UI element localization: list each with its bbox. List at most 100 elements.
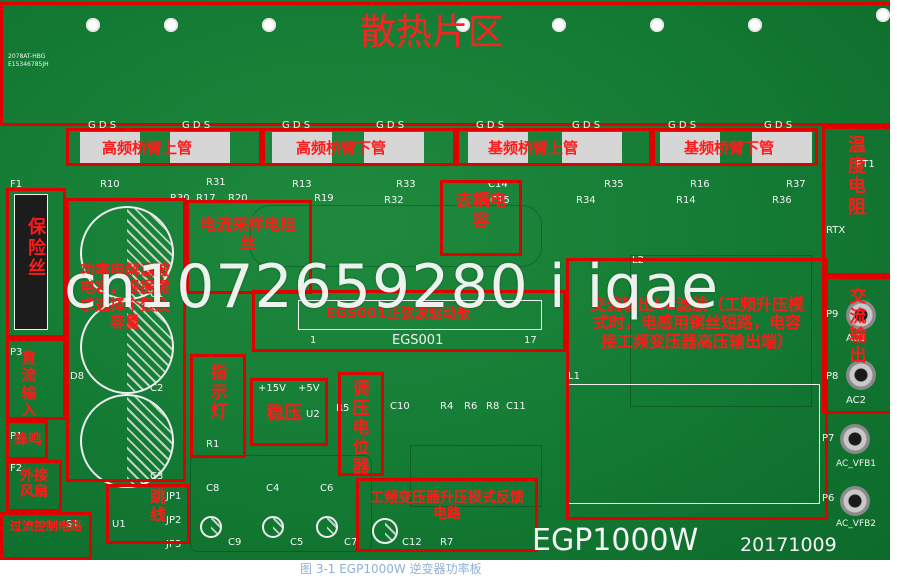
- ref-l1: L1: [568, 371, 580, 382]
- ref-s1: S1: [66, 519, 79, 530]
- label-shunt: 电流采样电阻丝: [200, 215, 297, 253]
- ref-p7: P7: [822, 433, 835, 444]
- board-date: 20171009: [740, 534, 837, 556]
- label-fuse: 保险丝: [28, 217, 46, 280]
- mosfet-header: [468, 132, 528, 164]
- ref-r5: R5: [336, 403, 350, 414]
- ref-r7: R7: [440, 537, 454, 548]
- ref-c8: C8: [206, 483, 220, 494]
- ref-u1: U1: [112, 519, 126, 530]
- capacitor-c5: [262, 516, 284, 538]
- ref-r13: R13: [292, 179, 312, 190]
- gds-label: G D S: [88, 120, 117, 131]
- terminal-ac-vfb1: [840, 424, 870, 454]
- ref-r37: R37: [786, 179, 806, 190]
- region-jumper: [106, 484, 190, 544]
- egs001-connector: [298, 300, 542, 330]
- mounting-hole: [650, 18, 664, 32]
- region-dc-input: [6, 338, 66, 420]
- ref-r4: R4: [440, 401, 454, 412]
- label-egs-drive: EGS001正弦波驱动板: [326, 306, 471, 322]
- ref-r20: R20: [228, 193, 248, 204]
- region-temp: [822, 126, 890, 276]
- mounting-hole: [86, 18, 100, 32]
- mosfet-header: [562, 132, 622, 164]
- mosfet-header: [170, 132, 230, 164]
- terminal-ac1: [846, 300, 876, 330]
- ref-p8: P8: [826, 371, 839, 382]
- ref-r8: R8: [486, 401, 500, 412]
- ref-c6: C6: [320, 483, 334, 494]
- ref-c4: C4: [266, 483, 280, 494]
- mounting-hole: [876, 8, 890, 22]
- heatsink-region: [0, 2, 890, 126]
- ref-r10: R10: [100, 179, 120, 190]
- ref-c12: C12: [402, 537, 422, 548]
- pcb-board: 2078AT-HBG E15346785JH 散热片区 G D S G D S …: [0, 0, 890, 560]
- label-fan: 外接风扇: [20, 468, 48, 501]
- ref-c14: C14: [488, 179, 508, 190]
- capacitor-c3: [80, 394, 174, 488]
- capacitor-c7: [316, 516, 338, 538]
- label-decoupling: 去耦电容: [455, 191, 507, 231]
- ref-plus15v: +15V: [258, 383, 286, 394]
- gds-label: G D S: [764, 120, 793, 131]
- region-ac-out: [822, 276, 890, 414]
- gds-label: G D S: [376, 120, 405, 131]
- ref-f1: F1: [10, 179, 23, 190]
- ref-r19: R19: [314, 193, 334, 204]
- ref-r1: R1: [206, 439, 220, 450]
- ref-jp2: JP2: [166, 515, 182, 526]
- mosfet-header: [364, 132, 424, 164]
- egs001-pin-1: 1: [310, 335, 317, 346]
- label-indicator: 指示灯: [210, 363, 228, 423]
- ref-c5: C5: [290, 537, 304, 548]
- mounting-hole: [164, 18, 178, 32]
- region-shunt: [186, 200, 312, 294]
- mosfet-header: [752, 132, 812, 164]
- label-q2: 高频桥臂下管: [296, 139, 387, 157]
- capacitor-c9: [200, 516, 222, 538]
- region-q4: [652, 128, 818, 166]
- gds-label: G D S: [182, 120, 211, 131]
- region-egs-drive: [252, 290, 566, 352]
- ref-rtx: RTX: [826, 225, 846, 236]
- gds-label: G D S: [668, 120, 697, 131]
- board-code-1: 2078AT-HBG: [8, 53, 46, 60]
- ref-c15: C15: [490, 195, 510, 206]
- ref-u2: U2: [306, 409, 320, 420]
- ref-f2: F2: [10, 463, 23, 474]
- pcb-trace: [630, 255, 812, 407]
- capacitor-c1: [80, 206, 174, 300]
- heatsink-label: 散热片区: [360, 12, 505, 53]
- mosfet-header: [80, 132, 140, 164]
- board-code-2: E15346785JH: [8, 61, 49, 68]
- ref-c3: C3: [150, 471, 164, 482]
- pcb-trace: [190, 455, 372, 552]
- mounting-hole: [456, 18, 470, 32]
- region-fuse: [6, 188, 66, 338]
- ref-r17: R17: [196, 193, 216, 204]
- region-power-cap: [66, 198, 186, 482]
- region-overcurrent: [0, 512, 92, 560]
- region-q3: [456, 128, 652, 166]
- ref-r14: R14: [676, 195, 696, 206]
- ref-plus5v: +5V: [298, 383, 320, 394]
- region-feedback: [356, 478, 538, 552]
- ref-jp1: JP1: [166, 491, 182, 502]
- label-regulator: 稳压: [266, 403, 302, 424]
- ref-p1: P1: [10, 431, 23, 442]
- ref-c2: C2: [150, 383, 164, 394]
- label-buzzer: 蜂鸣: [14, 432, 42, 448]
- label-temp: 温度电阻: [848, 135, 866, 219]
- label-lc-filter: 交流输出LC滤波（工频升压模式时，电感用铜丝短路，电容接工频变压器高压输出端）: [590, 295, 804, 351]
- region-lc-filter: [566, 258, 828, 520]
- ref-c10: C10: [390, 401, 410, 412]
- gds-label: G D S: [282, 120, 311, 131]
- ref-jp3: JP3: [166, 539, 182, 550]
- egs001-pin-17: 17: [524, 335, 537, 346]
- fuse-holder: [14, 194, 48, 330]
- ref-r34: R34: [576, 195, 596, 206]
- mosfet-header: [660, 132, 720, 164]
- mounting-hole: [748, 18, 762, 32]
